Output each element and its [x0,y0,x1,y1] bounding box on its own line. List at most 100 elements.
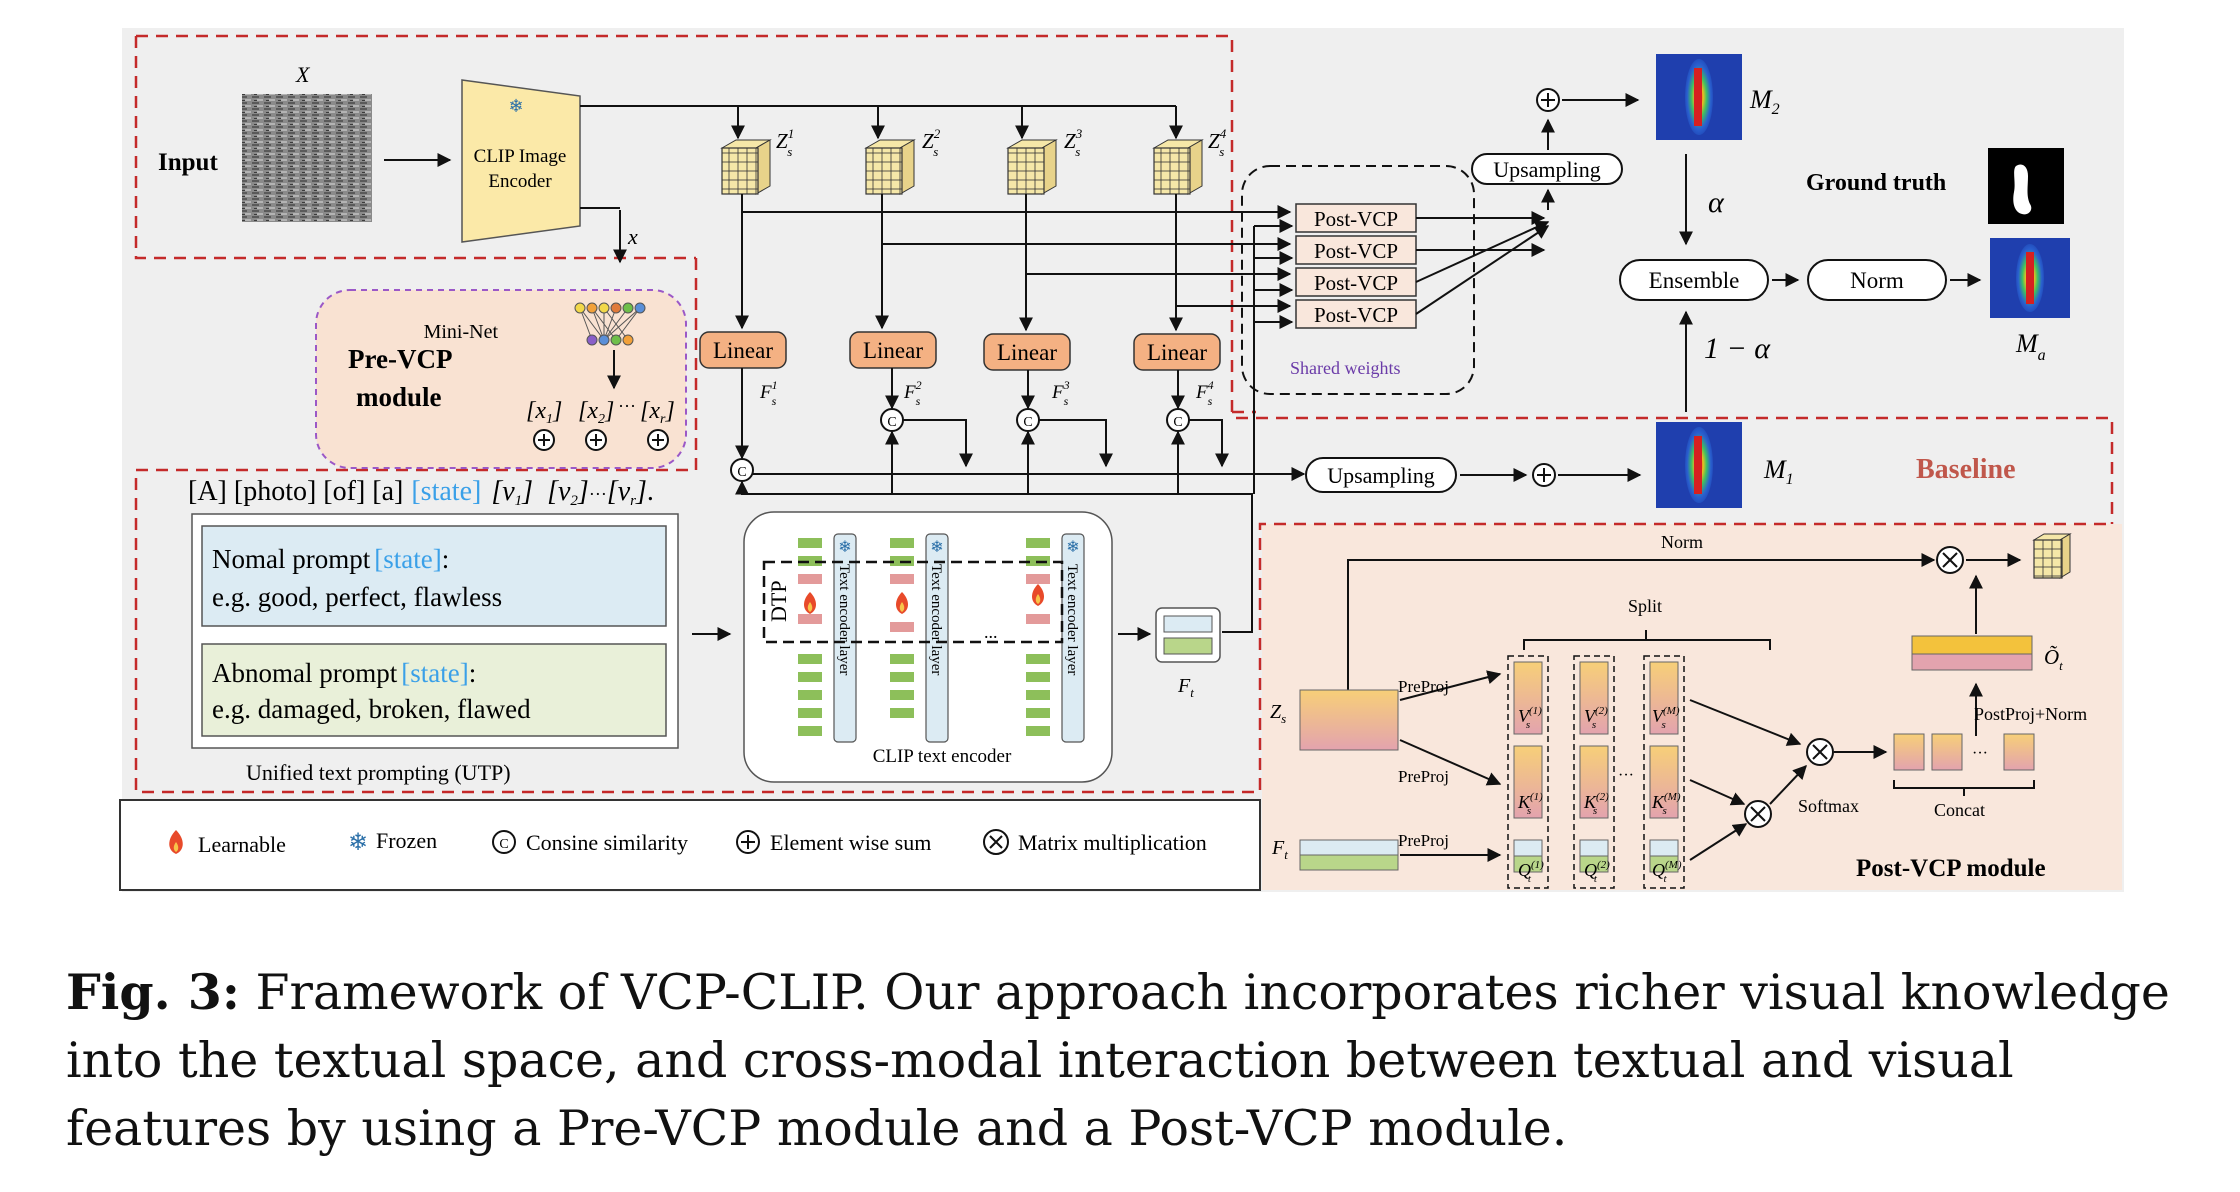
post-vcp-label-1: Post-VCP [1314,207,1398,231]
legend-cosine: Consine similarity [526,830,688,855]
post-vcp-label-2: Post-VCP [1314,239,1398,263]
pre-vcp-xr: [xr] [640,398,675,427]
figure-caption: Fig. 3: Framework of VCP-CLIP. Our appro… [66,958,2216,1163]
post-vcp-blocks: Post-VCP Post-VCP Post-VCP Post-VCP [1295,203,1417,329]
post-norm-label: Norm [1661,532,1703,552]
pre-vcp-title-2: module [356,382,442,412]
cosine-glyph-1: C [737,465,746,480]
linear-label-4: Linear [1147,340,1207,365]
matmul-node-low [1744,800,1772,828]
ensemble-label: Ensemble [1649,268,1740,293]
matmul-legend-icon [983,829,1009,855]
snowflake-icon: ❄ [838,539,851,556]
pre-vcp-x1: [x1] [526,398,562,427]
normal-prompt-title: Nomal prompt[state]: [212,544,449,574]
legend-sum: Element wise sum [770,830,931,855]
ft-label: Ft [1177,675,1194,700]
text-encoder-layers: ❄ Text encoder layer ❄ Text encoder laye… [833,533,1085,743]
norm-label: Norm [1850,268,1904,293]
one-minus-alpha-label: 1 − α [1704,332,1771,365]
pre-vcp-title-1: Pre-VCP [348,344,452,374]
pre-vcp-dots: ··· [618,396,636,416]
legend-matmul: Matrix multiplication [1018,830,1207,855]
sum-node-bottom [1532,463,1556,487]
q-head-2: Q(2)t [1584,859,1610,885]
abnormal-prompt-box [201,643,667,737]
snowflake-icon: ❄ [930,539,943,556]
input-image [242,94,372,222]
snowflake-icon: ❄ [348,830,368,856]
shared-weights-box [1241,165,1475,395]
post-vcp-label-4: Post-VCP [1314,303,1398,327]
snowflake-icon: ❄ [1066,539,1079,556]
image-symbol: X [295,62,311,87]
concat-dots: ··· [1972,745,1988,762]
text-encoder-layer-label-1: Text encoder layer [836,564,852,675]
flame-icon [804,592,816,614]
upsampling-top [1471,153,1623,185]
concat-blocks [1893,733,2035,771]
dtp-label: DTP [766,580,791,622]
k-head-1: K(1)s [1517,791,1543,817]
output-feature-grid [2032,533,2072,579]
encoder-label-2: Encoder [488,171,552,192]
v-head-M: V(M)s [1652,705,1680,731]
linear-label-2: Linear [863,338,923,363]
linear-label-3: Linear [997,340,1057,365]
caption-label: Fig. 3: [66,963,240,1021]
prompt-template: [A] [photo] [of] [a][state][v1][v2]···[v… [188,476,654,509]
x-symbol: x [627,224,638,249]
ground-truth-label: Ground truth [1806,170,1946,196]
mininet-icon [574,302,646,346]
ot-label: Õt [2044,645,2063,673]
text-encoder-layer-2 [925,533,949,743]
k-head-2: K(2)s [1583,791,1609,817]
input-label: Input [158,149,218,176]
matmul-node-top [1936,546,1964,574]
text-region [134,258,2110,794]
postproj-label: PostProj+Norm [1974,704,2087,724]
cosine-glyph-2: C [887,415,896,430]
post-vcp-label-3: Post-VCP [1314,271,1398,295]
alpha-label: α [1708,186,1725,219]
post-vcp-block-1 [1295,203,1417,233]
heads-dots: ··· [1618,767,1634,784]
matmul-node-mid [1806,738,1834,766]
norm-block [1807,259,1947,301]
ft-input-label: Ft [1271,837,1288,862]
abnormal-prompt-title: Abnomal prompt[state]: [212,658,476,688]
post-vcp-block-2 [1295,235,1417,265]
post-vcp-module-title: Post-VCP module [1856,855,2046,882]
pre-vcp-x2: [x2] [578,398,614,427]
head-column-1 [1507,655,1549,889]
normal-prompt-box [201,525,667,627]
zs-feature-4 [1152,139,1204,195]
cosine-legend-glyph: C [499,837,508,852]
upsampling-bottom-label: Upsampling [1327,463,1435,488]
cosine-glyph-4: C [1173,415,1182,430]
snowflake-icon: ❄ [508,96,523,116]
upsampling-bottom [1305,457,1457,493]
split-label: Split [1628,596,1662,616]
legend-box [119,799,1261,891]
abnormal-prompt-example: e.g. damaged, broken, flawed [212,694,531,724]
cosine-glyph-3: C [1023,415,1032,430]
flame-icon [1032,584,1044,606]
dashed-regions [134,34,2114,794]
q-head-M: Q(M)t [1652,859,1682,885]
attention-heads [1507,655,1685,889]
zs-feature-3 [1006,139,1058,195]
ensemble-block [1619,259,1769,301]
text-encoder-layer-1 [833,533,857,743]
head-column-2 [1573,655,1615,889]
mininet-label: Mini-Net [424,321,499,343]
preproj-label-3: PreProj [1398,831,1449,850]
utp-label: Unified text prompting (UTP) [246,760,511,785]
shared-weights-label: Shared weights [1290,358,1400,378]
